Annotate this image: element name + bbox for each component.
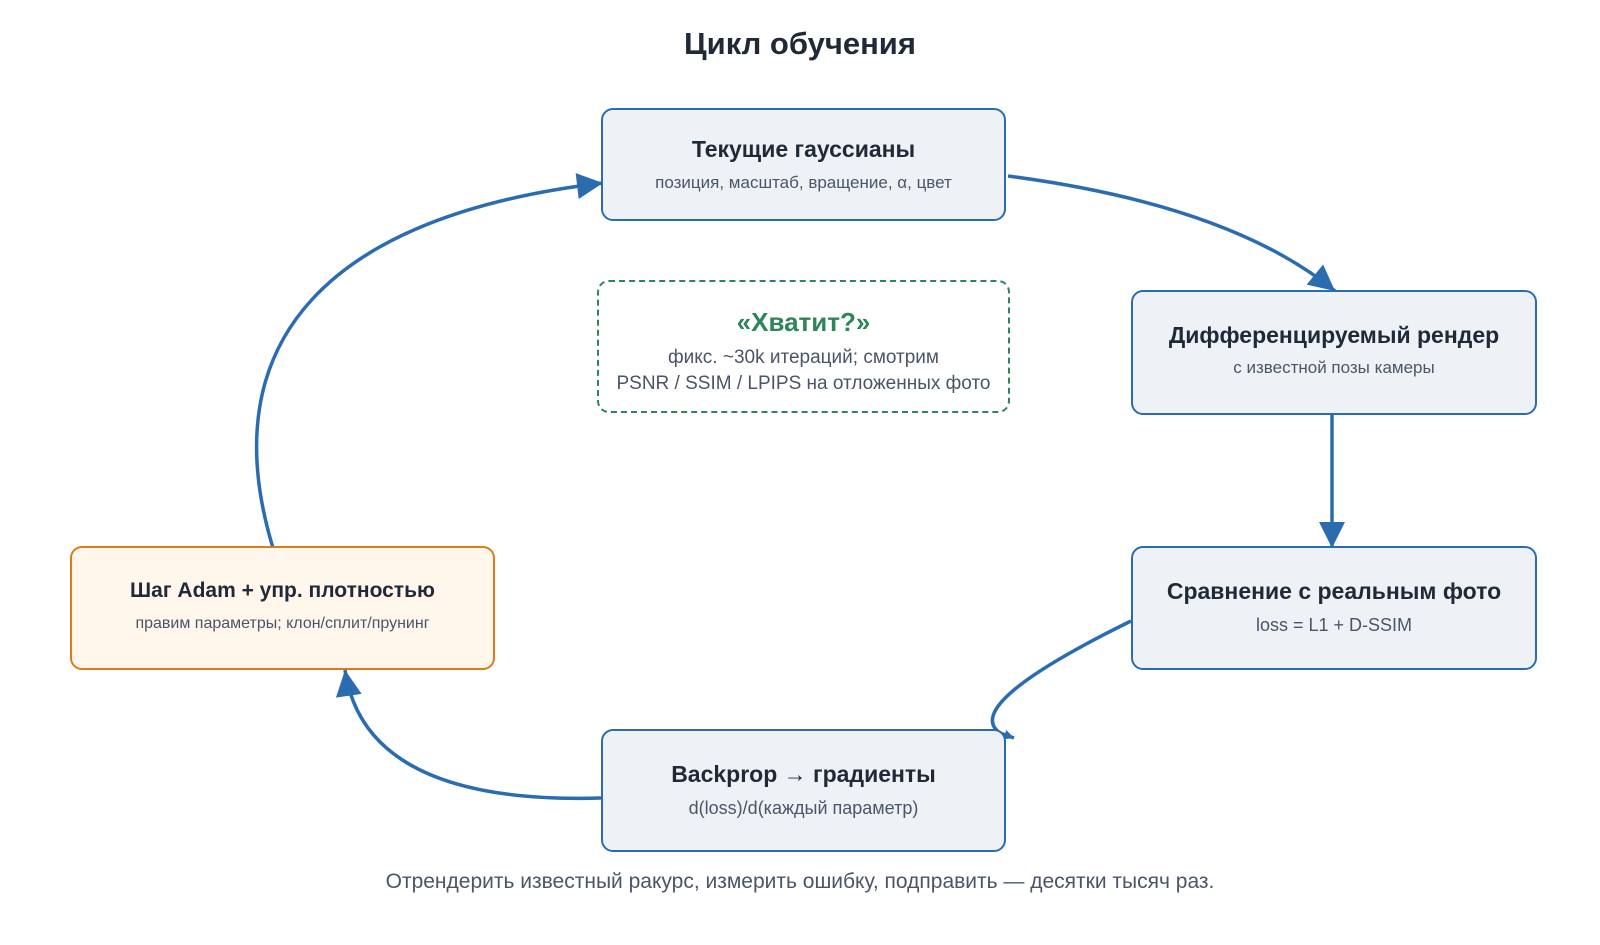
node-title: Сравнение с реальным фото: [1166, 578, 1502, 604]
node-subtitle: d(loss)/d(каждый параметр): [688, 798, 919, 818]
node-current-gaussians: Текущие гауссианы позиция, масштаб, вращ…: [601, 108, 1006, 221]
node-subtitle: позиция, масштаб, вращение, α, цвет: [655, 173, 952, 192]
node-title: «Хватит?»: [736, 307, 871, 337]
arrow-adam-to-gaussians: [254, 173, 604, 549]
diagram-title: Цикл обучения: [684, 26, 916, 61]
node-title: Текущие гауссианы: [691, 136, 916, 162]
arrow-backprop-to-adam: [335, 669, 602, 801]
node-subtitle: правим параметры; клон/сплит/прунинг: [135, 615, 430, 632]
node-subtitle-line-1: фикс. ~30k итераций; смотрим: [668, 347, 939, 368]
arrow-compare-to-backprop: [990, 619, 1132, 740]
node-enough-check: «Хватит?» фикс. ~30k итераций; смотрим P…: [597, 280, 1010, 413]
diagram-caption: Отрендерить известный ракурс, измерить о…: [385, 870, 1215, 893]
arrow-gaussians-to-render: [1007, 174, 1337, 293]
node-subtitle-line-2: PSNR / SSIM / LPIPS на отложенных фото: [616, 373, 991, 394]
node-compare-with-photo: Сравнение с реальным фото loss = L1 + D-…: [1131, 546, 1537, 670]
node-title: Backprop → градиенты: [671, 761, 936, 787]
node-backprop: Backprop → градиенты d(loss)/d(каждый па…: [601, 729, 1006, 852]
node-subtitle: loss = L1 + D-SSIM: [1255, 615, 1413, 635]
node-subtitle: с известной позы камеры: [1233, 358, 1435, 377]
node-differentiable-render: Дифференцируемый рендер с известной позы…: [1131, 290, 1537, 415]
node-title: Шаг Adam + упр. плотностью: [130, 579, 435, 602]
node-adam-step: Шаг Adam + упр. плотностью правим параме…: [70, 546, 495, 670]
node-title: Дифференцируемый рендер: [1168, 322, 1500, 348]
